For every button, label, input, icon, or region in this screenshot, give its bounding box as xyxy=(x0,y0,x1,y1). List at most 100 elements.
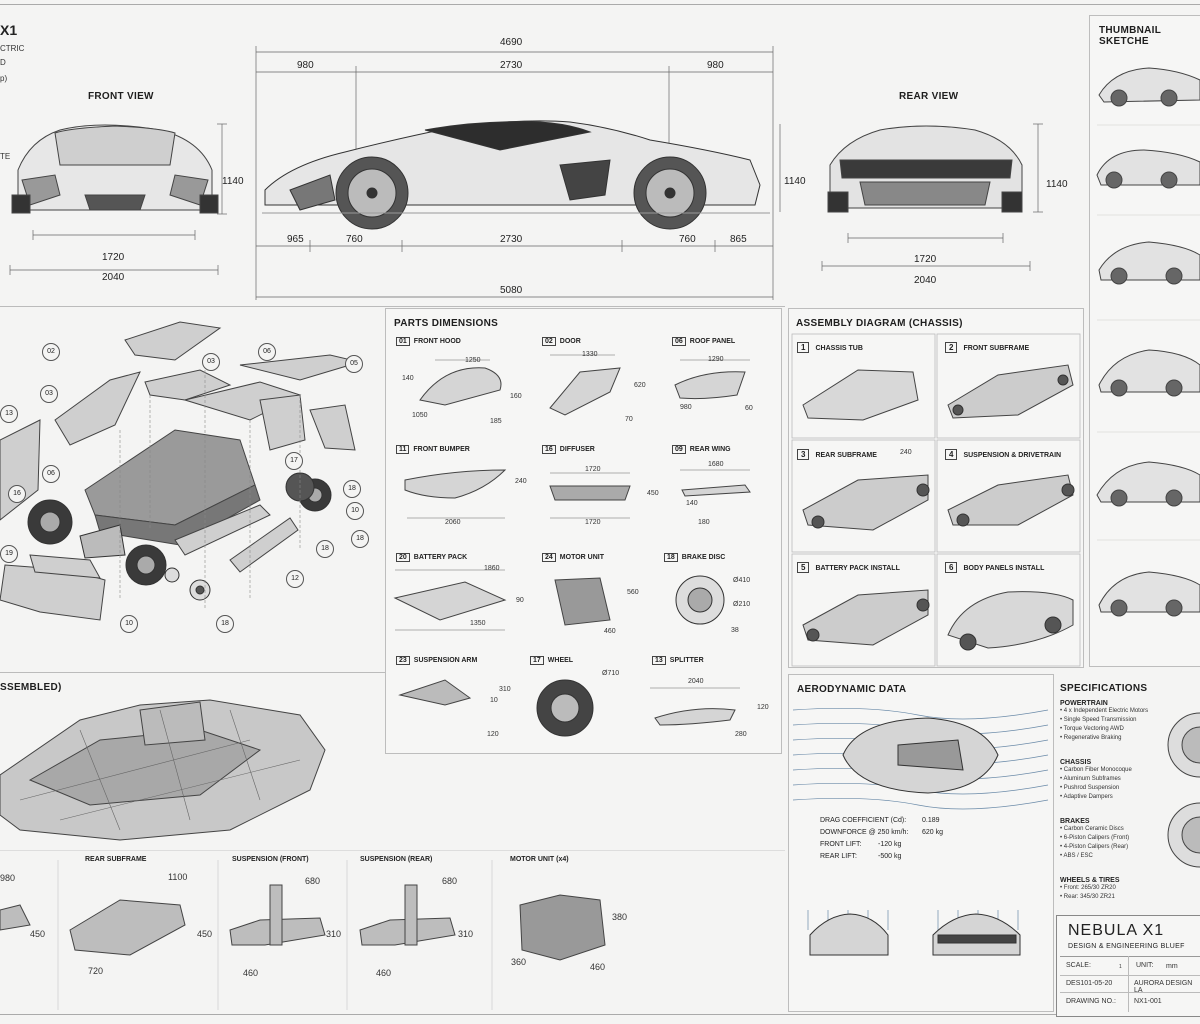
side-bottom-dim-5: 865 xyxy=(730,234,747,245)
spec-item: • Carbon Ceramic Discs xyxy=(1060,826,1124,832)
side-bottom-dim-1: 965 xyxy=(287,234,304,245)
arm-dim-2: 10 xyxy=(490,697,498,704)
sub-5-dim-3: 460 xyxy=(590,962,606,972)
sub-3-dim-3: 460 xyxy=(243,968,259,978)
aero-rows: DRAG COEFFICIENT (Cd):0.189 DOWNFORCE @ … xyxy=(820,817,1020,865)
specs-title: SPECIFICATIONS xyxy=(1060,683,1148,694)
chassis-title: SSEMBLED) xyxy=(0,682,62,693)
tb-drawing-value: NX1-001 xyxy=(1134,998,1162,1005)
exploded-callout-9: 17 xyxy=(285,452,303,470)
tb-line-2 xyxy=(1060,975,1200,976)
exploded-callout-12: 18 xyxy=(351,530,369,548)
exploded-callout-3: 06 xyxy=(258,343,276,361)
spec-item: • Pushrod Suspension xyxy=(1060,785,1120,791)
battery-dim-1: 1860 xyxy=(484,565,500,572)
parts-title: PARTS DIMENSIONS xyxy=(394,318,499,329)
roof-dim-1: 1290 xyxy=(708,356,724,363)
tb-drawing-label: DRAWING NO.: xyxy=(1066,998,1116,1005)
spec-item: • 4 x Independent Electric Motors xyxy=(1060,708,1149,714)
header-line-2: CTRIC xyxy=(0,44,25,53)
exploded-callout-7: 06 xyxy=(42,465,60,483)
exploded-callout-4: 05 xyxy=(345,355,363,373)
specs-list: POWERTRAIN • 4 x Independent Electric Mo… xyxy=(1060,692,1160,902)
subframes-drawings xyxy=(0,860,606,1010)
tb-scale-value: 1 xyxy=(1119,964,1122,970)
spec-item: • ABS / ESC xyxy=(1060,853,1093,859)
rear-view-title: REAR VIEW xyxy=(899,91,959,102)
spec-item: • 4-Piston Calipers (Rear) xyxy=(1060,844,1129,850)
tb-scale-label: SCALE: xyxy=(1066,962,1091,969)
hood-dim-5: 185 xyxy=(490,418,502,425)
sub-4-dim-3: 460 xyxy=(376,968,392,978)
header-side-label: TE xyxy=(0,152,11,161)
tb-line-1 xyxy=(1060,956,1200,957)
spec-group-wheels: WHEELS & TIRES xyxy=(1060,877,1120,884)
sub-3-dim-2: 310 xyxy=(326,929,342,939)
side-view-drawing xyxy=(255,46,781,300)
rear-view-drawing xyxy=(821,123,1043,271)
door-dim-3: 70 xyxy=(625,416,633,423)
sub-2-title: REAR SUBFRAME xyxy=(85,856,147,863)
specs-wheel-drawings xyxy=(1167,712,1200,868)
hood-dim-1: 1250 xyxy=(465,357,481,364)
front-view-title: FRONT VIEW xyxy=(88,91,154,102)
brake-dim-3: 38 xyxy=(731,627,739,634)
exploded-callout-15: 12 xyxy=(286,570,304,588)
tb-line-3 xyxy=(1060,992,1200,993)
sub-2-dim-2: 450 xyxy=(197,929,213,939)
battery-dim-2: 1350 xyxy=(470,620,486,627)
side-height-dim: 1140 xyxy=(784,176,806,187)
roof-dim-2: 980 xyxy=(680,404,692,411)
exploded-callout-8: 16 xyxy=(8,485,26,503)
header-line-3: D xyxy=(0,58,6,67)
rear-width-dim: 2040 xyxy=(914,275,937,286)
exploded-callout-13: 18 xyxy=(316,540,334,558)
assembly-grid xyxy=(791,333,1081,667)
assembly-title: ASSEMBLY DIAGRAM (CHASSIS) xyxy=(796,318,963,329)
sub-4-dim-2: 310 xyxy=(458,929,474,939)
spec-group-chassis: CHASSIS xyxy=(1060,759,1092,766)
hood-dim-4: 1050 xyxy=(412,412,428,419)
spec-item: • 6-Piston Calipers (Front) xyxy=(1060,835,1130,841)
spec-group-brakes: BRAKES xyxy=(1060,818,1090,825)
spec-item: • Single Speed Transmission xyxy=(1060,717,1137,723)
wing-dim-1: 1680 xyxy=(708,461,724,468)
chassis-panel-top-line xyxy=(0,672,385,673)
frame-bottom-line xyxy=(0,1014,1200,1015)
spec-item: • Carbon Fiber Monocoque xyxy=(1060,767,1132,773)
aero-flow-drawing xyxy=(792,707,1049,810)
aero-row-downforce: DOWNFORCE @ 250 km/h:620 kg xyxy=(820,829,944,836)
brake-dim-1: Ø410 xyxy=(733,577,751,584)
hood-dim-3: 160 xyxy=(510,393,522,400)
exploded-callout-11: 10 xyxy=(346,502,364,520)
brake-dim-2: Ø210 xyxy=(733,601,751,608)
side-total-length: 4690 xyxy=(500,37,523,48)
tb-unit-label: UNIT: xyxy=(1136,962,1154,969)
diffuser-dim-1: 1720 xyxy=(585,466,601,473)
aero-row-drag: DRAG COEFFICIENT (Cd):0.189 xyxy=(820,817,940,824)
arm-dim-1: 310 xyxy=(499,686,511,693)
front-view-drawing xyxy=(9,123,227,275)
diffuser-dim-2: 450 xyxy=(647,490,659,497)
side-bottom-dim-4: 760 xyxy=(679,234,696,245)
exploded-callout-14: 19 xyxy=(0,545,18,563)
exploded-callout-5: 03 xyxy=(40,385,58,403)
side-bottom-dim-2: 760 xyxy=(346,234,363,245)
exploded-view-drawing xyxy=(0,321,362,621)
wing-dim-3: 180 xyxy=(698,519,710,526)
side-wheelbase-top: 2730 xyxy=(500,60,523,71)
sub-4-dim-1: 680 xyxy=(442,876,458,886)
door-dim-1: 1330 xyxy=(582,351,598,358)
exploded-callout-16: 10 xyxy=(120,615,138,633)
exploded-callout-17: 18 xyxy=(216,615,234,633)
